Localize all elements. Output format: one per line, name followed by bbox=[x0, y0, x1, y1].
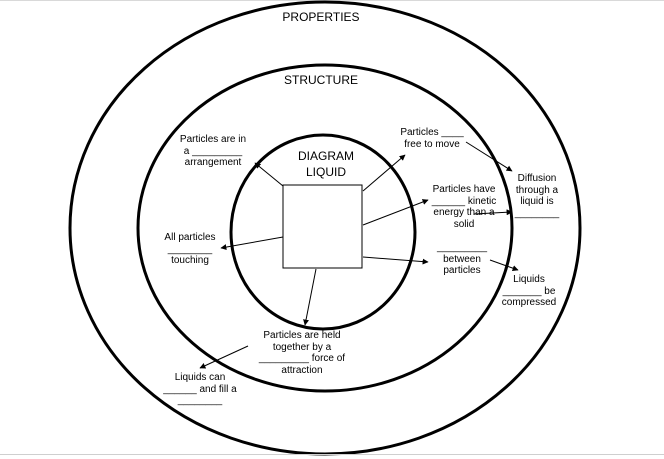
diagram-liquid-heading: DIAGRAM LIQUID bbox=[297, 149, 354, 179]
compressed-label: Liquids _______ be compressed bbox=[501, 274, 557, 308]
structure-ring bbox=[136, 63, 514, 393]
arrow-kinetic-energy bbox=[362, 199, 429, 226]
kinetic-energy-label: Particles have ______ kinetic energy tha… bbox=[431, 184, 497, 230]
structure-heading: STRUCTURE bbox=[284, 73, 358, 87]
arrow-held-together bbox=[303, 268, 317, 326]
arrangement-label: Particles are in a _________ arrangement bbox=[179, 134, 247, 168]
bottom-divider bbox=[0, 454, 664, 455]
free-to-move-label: Particles ____ free to move bbox=[400, 127, 464, 150]
held-together-label: Particles are held together by a _______… bbox=[258, 330, 346, 376]
arrow-arrangement bbox=[254, 162, 284, 187]
arrow-free-to-move bbox=[362, 154, 406, 192]
arrow-compressed bbox=[489, 259, 519, 272]
arrow-diffusion-1 bbox=[465, 141, 513, 172]
top-divider bbox=[0, 0, 664, 1]
arrow-touching bbox=[220, 236, 284, 251]
touching-label: All particles ________ touching bbox=[164, 232, 216, 266]
between-particles-label: _________ between particles bbox=[436, 242, 488, 276]
properties-heading: PROPERTIES bbox=[282, 10, 360, 24]
diffusion-label: Diffusion through a liquid is ________ bbox=[514, 173, 560, 219]
liquid-diagram-box bbox=[282, 184, 363, 269]
arrow-between bbox=[362, 256, 429, 265]
fill-label: Liquids can ______ and fill a ________ bbox=[163, 372, 237, 406]
arrow-fill bbox=[199, 345, 249, 369]
diagram-ring bbox=[229, 133, 417, 331]
arrow-diffusion-2 bbox=[473, 209, 513, 216]
